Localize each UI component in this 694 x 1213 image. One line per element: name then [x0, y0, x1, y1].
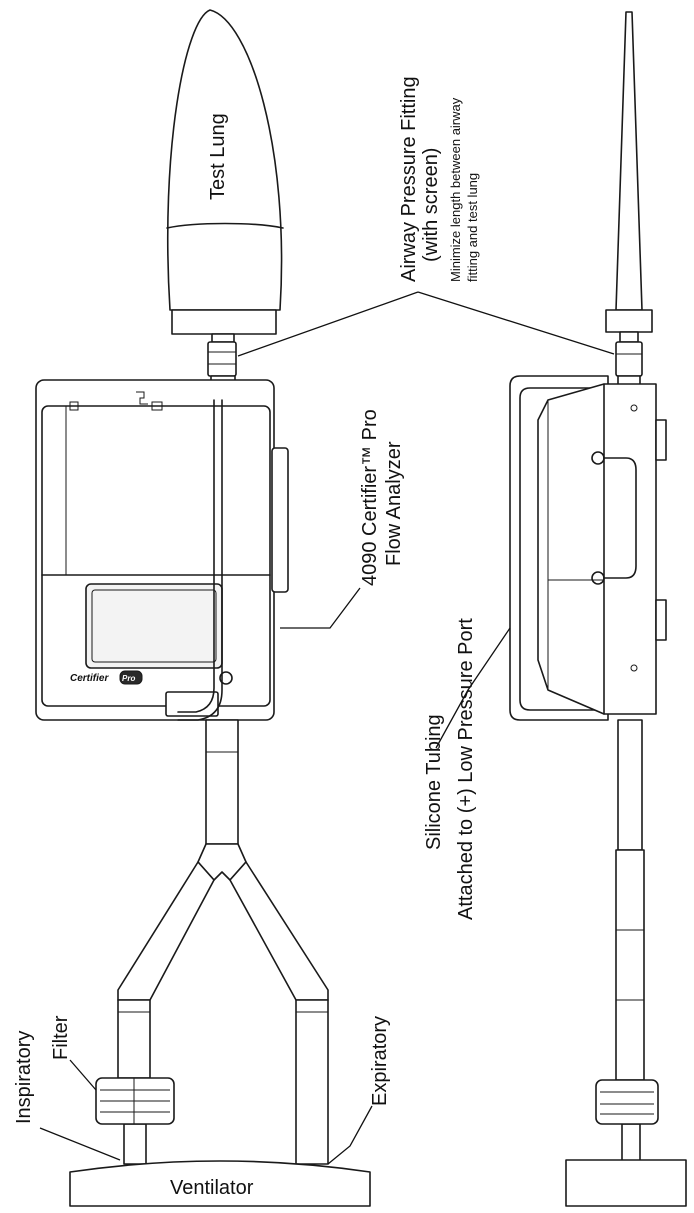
label-analyzer-2: Flow Analyzer [383, 441, 405, 566]
label-airway-fitting-screen: (with screen) [420, 148, 442, 262]
label-airway-note-1: Minimize length between airway [448, 97, 463, 282]
y-piece [117, 843, 329, 1001]
leader-filter [69, 1059, 97, 1091]
leader-analyzer [280, 587, 361, 629]
ventilator-side [565, 1159, 687, 1207]
expiratory-tube [295, 999, 329, 1165]
leader-silicone [435, 627, 511, 749]
label-silicone-2: Attached to (+) Low Pressure Port [455, 618, 477, 920]
label-test-lung: Test Lung [207, 113, 229, 200]
filter-side [595, 1079, 659, 1125]
device-logo-badge: Pro [122, 674, 135, 683]
ventilator [69, 1160, 371, 1207]
label-filter: Filter [50, 1015, 72, 1060]
tube-left-main [205, 719, 239, 845]
tube-right-main [615, 719, 645, 1169]
device-logo: Certifier [70, 673, 109, 684]
airway-fitting-right [615, 341, 643, 391]
label-analyzer: 4090 Certifier™ Pro [359, 409, 381, 586]
label-airway-note-2: fitting and test lung [465, 173, 480, 282]
leader-inspiratory [39, 1127, 121, 1161]
label-ventilator: Ventilator [170, 1177, 254, 1199]
label-expiratory: Expiratory [369, 1016, 391, 1106]
label-inspiratory: Inspiratory [13, 1031, 35, 1124]
label-airway-fitting: Airway Pressure Fitting [398, 76, 420, 282]
flow-analyzer-side [509, 375, 667, 721]
leader-airway-left [237, 291, 419, 357]
label-silicone: Silicone Tubing [423, 714, 445, 850]
filter [95, 1077, 175, 1125]
leader-airway-right [417, 291, 615, 355]
inspiratory-tube [117, 999, 151, 1165]
test-lung [166, 9, 284, 343]
flow-analyzer: Certifier Pro [35, 379, 289, 721]
test-lung-side [605, 11, 653, 343]
leader-expiratory [327, 1105, 373, 1165]
